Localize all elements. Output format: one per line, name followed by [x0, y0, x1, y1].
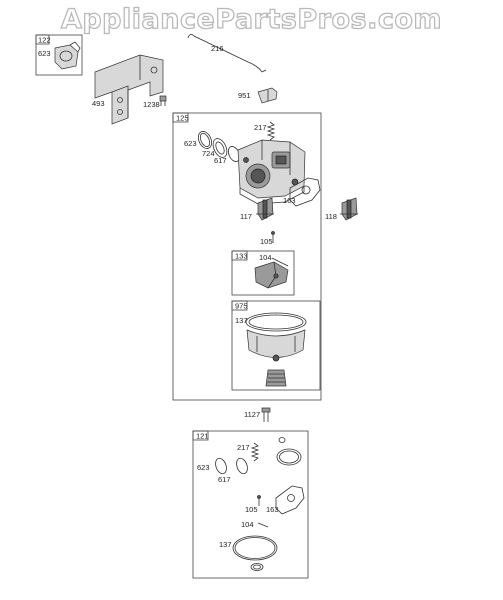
- callout-617-mid: 617: [214, 156, 227, 165]
- callout-105-bottom: 105: [245, 505, 258, 514]
- kit-box-133: [231, 250, 295, 296]
- callout-623-top: 623: [38, 49, 51, 58]
- callout-975: 975: [235, 302, 248, 311]
- kit-box-125-tag: [172, 112, 189, 123]
- part-724-gasket[interactable]: [210, 136, 229, 159]
- part-105-needle[interactable]: [271, 231, 275, 244]
- callout-724: 724: [202, 149, 215, 158]
- kit-box-975: [231, 300, 321, 391]
- callout-1127: 1127: [244, 410, 260, 419]
- part-217-spring-kit[interactable]: [250, 442, 260, 462]
- callout-617-bottom: 617: [218, 475, 231, 484]
- part-617-o-ring-kit[interactable]: [235, 457, 250, 475]
- part-133-float-assembly[interactable]: [254, 257, 289, 289]
- part-623-seal-kit[interactable]: [214, 457, 229, 475]
- callout-951: 951: [238, 91, 251, 100]
- part-kit-seal-small[interactable]: [278, 437, 286, 443]
- part-1127-bowl-screw[interactable]: [261, 407, 271, 422]
- part-carburetor-body[interactable]: [237, 139, 306, 205]
- part-137-bowl-gasket-kit[interactable]: [232, 535, 278, 561]
- part-104-pin-kit[interactable]: [257, 522, 269, 528]
- part-216-governor-link[interactable]: [187, 34, 267, 73]
- callout-493: 493: [92, 99, 105, 108]
- callout-125: 125: [176, 114, 189, 123]
- part-118-float[interactable]: [340, 197, 358, 221]
- kit-box-975-tag: [231, 300, 248, 311]
- kit-box-133-tag: [231, 250, 248, 261]
- part-105-needle-kit[interactable]: [257, 495, 261, 507]
- kit-box-122-tag: [35, 34, 50, 45]
- callout-121: 121: [196, 432, 209, 441]
- callout-163-bottom: 163: [266, 505, 279, 514]
- callout-105-mid: 105: [260, 237, 273, 246]
- callout-623-bottom: 623: [197, 463, 210, 472]
- part-975-float-bowl[interactable]: [245, 312, 307, 387]
- part-163-gasket-kit[interactable]: [275, 485, 305, 515]
- part-117-float[interactable]: [256, 197, 274, 221]
- part-951-choke-link[interactable]: [257, 87, 278, 104]
- callout-137-bottom: 137: [219, 540, 232, 549]
- part-kit-gasket-large[interactable]: [276, 448, 302, 466]
- callout-133: 133: [235, 252, 248, 261]
- kit-box-121: [192, 430, 309, 579]
- part-kit-washer[interactable]: [250, 563, 264, 571]
- callout-217-bottom: 217: [237, 443, 250, 452]
- part-493-bracket[interactable]: [94, 54, 164, 125]
- callout-117: 117: [240, 212, 252, 221]
- part-623-seal-cap[interactable]: [54, 41, 81, 70]
- callout-122: 122: [38, 36, 51, 45]
- part-217-spring[interactable]: [266, 121, 276, 141]
- callout-104-mid: 104: [259, 253, 272, 262]
- callout-118: 118: [325, 212, 337, 221]
- watermark-logo: AppliancePartsPros.com: [60, 3, 443, 35]
- callout-217-mid: 217: [254, 123, 267, 132]
- part-623-seal-ring[interactable]: [196, 129, 214, 150]
- callout-137-mid: 137: [235, 316, 248, 325]
- callout-623-mid: 623: [184, 139, 197, 148]
- callout-216: 216: [211, 44, 224, 53]
- callout-163-mid: 163: [283, 196, 296, 205]
- part-1238-screw[interactable]: [159, 95, 167, 106]
- callout-1238: 1238: [143, 100, 160, 109]
- kit-box-121-tag: [192, 430, 209, 441]
- part-163-gasket[interactable]: [289, 177, 321, 207]
- kit-box-125: [172, 112, 322, 401]
- callout-104-bottom: 104: [241, 520, 254, 529]
- kit-box-122: [35, 34, 83, 76]
